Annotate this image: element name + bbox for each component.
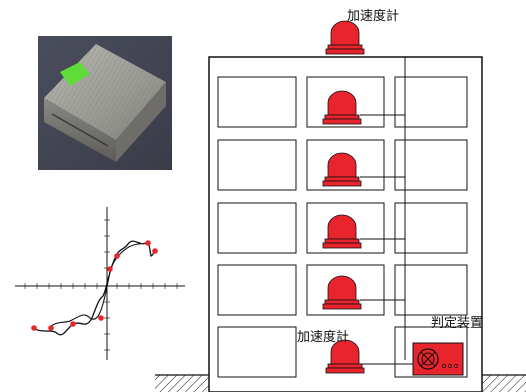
hysteresis-curve-upper bbox=[32, 240, 156, 336]
hysteresis-curve-lower bbox=[49, 243, 141, 328]
hysteresis-markers bbox=[31, 240, 158, 331]
sensor-photo bbox=[38, 36, 172, 170]
label-judgment-device: 判定装置 bbox=[431, 316, 484, 331]
ground-hatch-left bbox=[155, 375, 209, 392]
accelerometer-roof bbox=[325, 20, 365, 55]
building-outline bbox=[208, 56, 483, 392]
ground-hatch-right bbox=[482, 375, 526, 392]
label-accelerometer-top: 加速度計 bbox=[347, 9, 400, 24]
label-accelerometer-ground: 加速度計 bbox=[297, 330, 350, 345]
photo-label-sticker bbox=[60, 62, 90, 86]
judgment-device bbox=[412, 342, 464, 376]
hysteresis-plot bbox=[15, 207, 185, 360]
